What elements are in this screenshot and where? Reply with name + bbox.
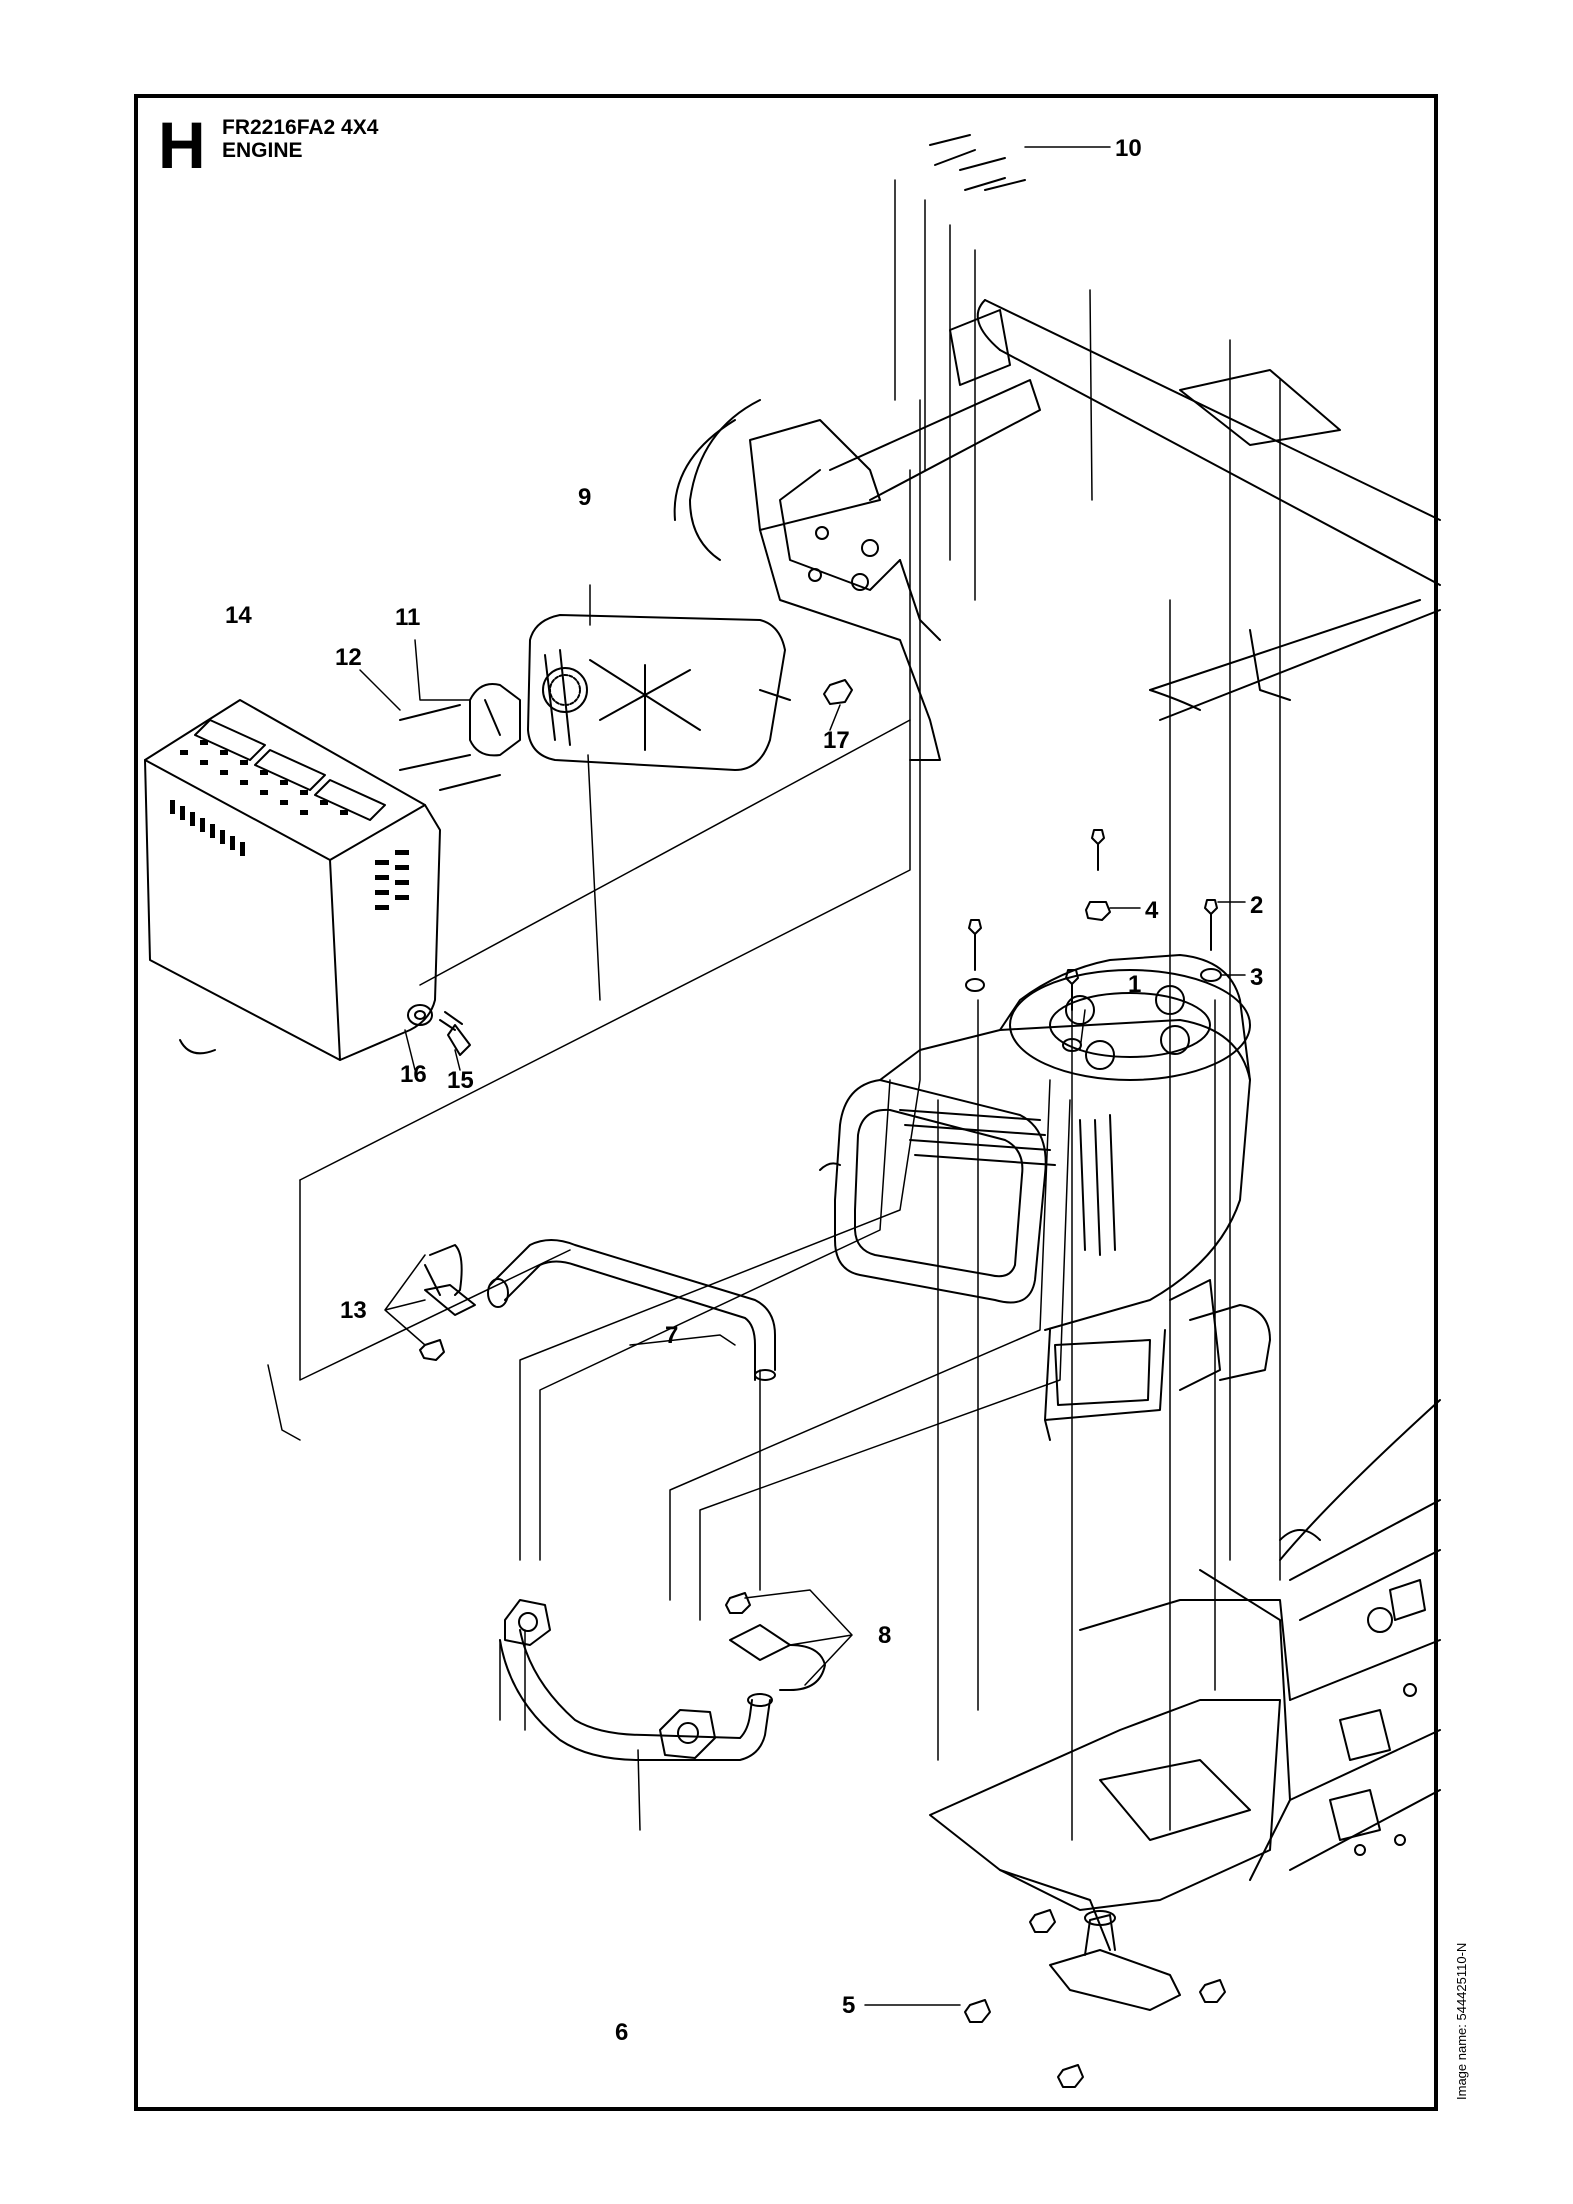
callout-6: 6 — [615, 2019, 628, 2046]
callout-4: 4 — [1145, 897, 1159, 924]
callout-labels: 1 2 3 4 5 6 7 8 9 10 11 12 13 14 15 16 1… — [225, 135, 1263, 2046]
callout-16: 16 — [400, 1061, 427, 1088]
callout-1: 1 — [1128, 971, 1141, 998]
muffler-cover — [144, 699, 441, 1061]
callout-8: 8 — [878, 1622, 891, 1649]
nut-17 — [823, 679, 853, 705]
exhaust-manifold-6 — [499, 1599, 773, 1761]
callout-12: 12 — [335, 644, 362, 671]
callout-3: 3 — [1250, 964, 1263, 991]
section-subtitle: ENGINE — [222, 139, 303, 162]
bolt-center-upper — [1091, 829, 1105, 871]
callout-14: 14 — [225, 602, 252, 629]
upper-mount-bracket — [673, 309, 1041, 761]
chassis-holes — [1354, 1607, 1417, 1856]
muffler-cover-slots — [194, 719, 386, 821]
callout-7: 7 — [665, 1322, 678, 1349]
washer-16 — [407, 1004, 433, 1026]
clamp-13 — [419, 1244, 476, 1361]
title-block: FR2216FA2 4X4 ENGINE — [222, 116, 378, 162]
nut-5 — [964, 1999, 991, 2023]
callout-leaders — [267, 146, 1246, 2006]
callout-2: 2 — [1250, 892, 1263, 919]
bottom-nuts — [1029, 1909, 1226, 2088]
callout-13: 13 — [340, 1297, 367, 1324]
engine — [819, 954, 1271, 1441]
bolt-left — [965, 919, 985, 992]
lock-nut-4 — [1085, 901, 1111, 921]
washer-3 — [1200, 968, 1222, 982]
muffler-cover-vents — [170, 740, 409, 910]
callout-10: 10 — [1115, 135, 1142, 162]
screws-12 — [399, 704, 501, 791]
engine-deck-plate — [929, 1569, 1291, 1951]
callout-9: 9 — [578, 484, 591, 511]
callout-17: 17 — [823, 727, 850, 754]
spark-arrestor-screen — [542, 667, 588, 713]
lower-mount-bracket — [1049, 1910, 1181, 2011]
chassis-side-rail — [1279, 1399, 1441, 1871]
bolt-2 — [1204, 899, 1218, 951]
callout-5: 5 — [842, 1992, 855, 2019]
muffler — [527, 614, 791, 771]
exhaust-pipe-7 — [487, 1239, 776, 1381]
callout-15: 15 — [447, 1067, 474, 1094]
chassis-upper-beam — [976, 299, 1441, 721]
callout-11: 11 — [395, 604, 420, 631]
image-name-note: Image name: 544425110-N — [1454, 1943, 1469, 2100]
bolts-10 — [929, 134, 1026, 191]
spark-arrestor — [469, 683, 521, 757]
leader-lines — [299, 179, 1281, 1841]
diagram-frame — [134, 94, 1438, 2111]
model-title: FR2216FA2 4X4 — [222, 116, 379, 139]
screw-15 — [439, 1011, 471, 1056]
section-letter: H — [158, 108, 206, 182]
